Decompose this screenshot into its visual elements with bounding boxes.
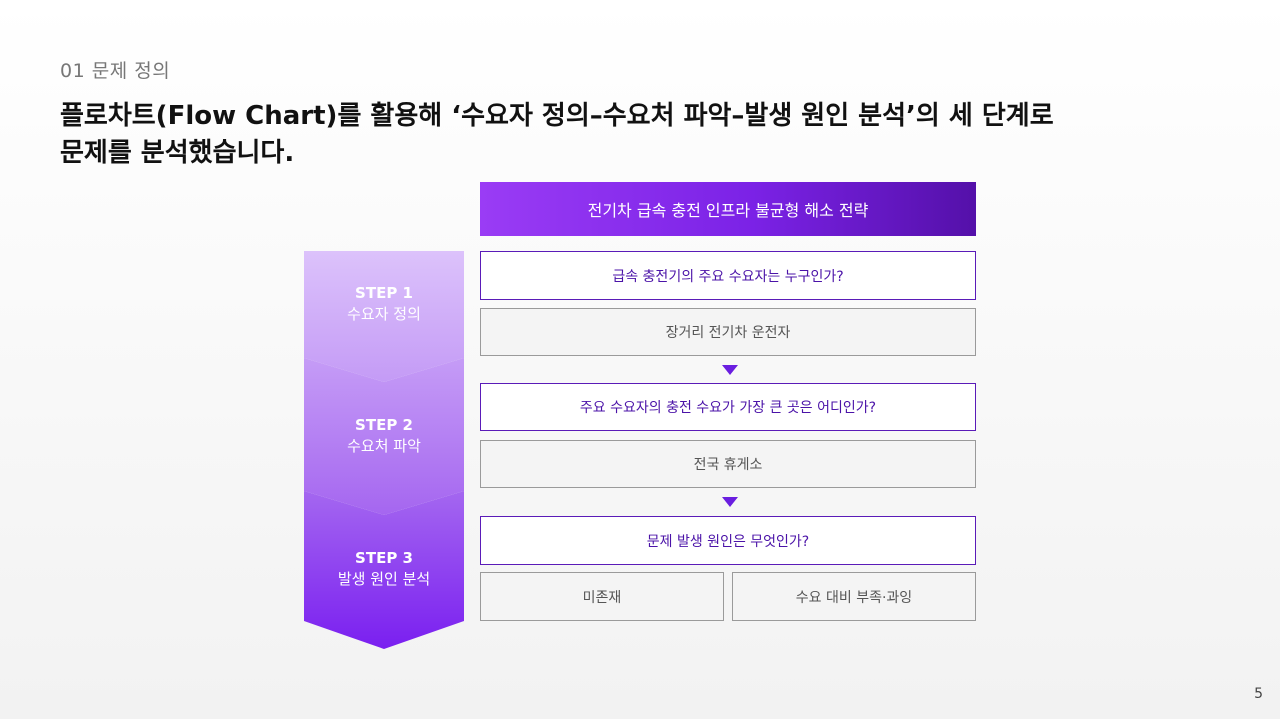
step-3-question-box: 문제 발생 원인은 무엇인가? bbox=[480, 516, 976, 565]
page-headline: 플로차트(Flow Chart)를 활용해 ‘수요자 정의–수요처 파악–발생 … bbox=[60, 98, 1160, 172]
step-3-name: 발생 원인 분석 bbox=[337, 570, 431, 588]
step-1-question-box: 급속 충전기의 주요 수요자는 누구인가? bbox=[480, 251, 976, 300]
step-1-answer-box: 장거리 전기차 운전자 bbox=[480, 308, 976, 356]
step-3-answer-box-2: 수요 대비 부족·과잉 bbox=[732, 572, 976, 621]
step-1-chevron bbox=[304, 251, 464, 382]
down-arrow-icon bbox=[722, 497, 738, 507]
step-2-name: 수요처 파악 bbox=[347, 437, 421, 455]
step-1-number: STEP 1 bbox=[355, 284, 413, 302]
step-2-answer-box: 전국 휴게소 bbox=[480, 440, 976, 488]
step-chevron-column bbox=[304, 251, 464, 649]
step-3-number: STEP 3 bbox=[355, 549, 413, 567]
flow-title-box: 전기차 급속 충전 인프라 불균형 해소 전략 bbox=[480, 182, 976, 236]
page-number: 5 bbox=[1254, 686, 1263, 702]
section-label: 01 문제 정의 bbox=[60, 60, 171, 82]
step-2-label: STEP 2 수요처 파악 bbox=[304, 415, 464, 457]
step-3-answer-box-1: 미존재 bbox=[480, 572, 724, 621]
step-1-name: 수요자 정의 bbox=[347, 305, 421, 323]
step-2-number: STEP 2 bbox=[355, 416, 413, 434]
step-3-label: STEP 3 발생 원인 분석 bbox=[304, 548, 464, 590]
step-3-chevron bbox=[304, 491, 464, 649]
headline-line-2: 문제를 분석했습니다. bbox=[60, 138, 295, 168]
down-arrow-icon bbox=[722, 365, 738, 375]
headline-line-1: 플로차트(Flow Chart)를 활용해 ‘수요자 정의–수요처 파악–발생 … bbox=[60, 101, 1054, 131]
step-2-question-box: 주요 수요자의 충전 수요가 가장 큰 곳은 어디인가? bbox=[480, 383, 976, 431]
step-2-chevron bbox=[304, 358, 464, 515]
step-1-label: STEP 1 수요자 정의 bbox=[304, 283, 464, 325]
